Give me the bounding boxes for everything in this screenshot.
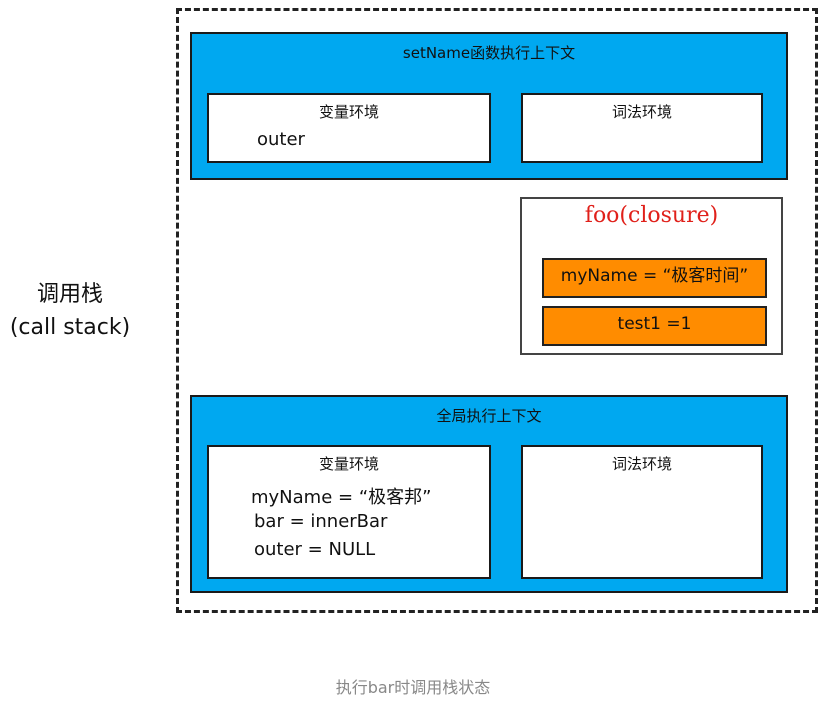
- setname-lexical-env-title: 词法环境: [611, 103, 672, 121]
- global-execution-context: 全局执行上下文 变量环境 myName = “极客邦” bar = innerB…: [190, 395, 788, 593]
- global-lexical-env-title: 词法环境: [611, 455, 672, 473]
- foo-closure-box: foo(closure) myName = “极客时间” test1 =1: [520, 197, 783, 355]
- closure-var-test1: test1 =1: [542, 306, 767, 346]
- global-variable-environment: 变量环境 myName = “极客邦” bar = innerBar outer…: [207, 445, 491, 579]
- call-stack-label: 调用栈 (call stack): [0, 278, 140, 344]
- setname-var-outer: outer: [257, 129, 305, 150]
- call-stack-label-cn: 调用栈: [36, 282, 103, 307]
- setname-lexical-environment: 词法环境: [521, 93, 763, 163]
- call-stack-label-en: (call stack): [9, 315, 131, 340]
- global-var-bar: bar = innerBar: [254, 511, 388, 532]
- setname-variable-environment: 变量环境 outer: [207, 93, 491, 163]
- setname-context-title: setName函数执行上下文: [402, 44, 576, 62]
- setname-variable-env-title: 变量环境: [318, 103, 379, 121]
- global-var-myname: myName = “极客邦”: [251, 487, 432, 508]
- figure-caption: 执行bar时调用栈状态: [335, 678, 491, 697]
- global-var-outer: outer = NULL: [254, 539, 376, 560]
- global-variable-env-title: 变量环境: [318, 455, 379, 473]
- global-context-title: 全局执行上下文: [436, 407, 542, 425]
- closure-title: foo(closure): [584, 203, 719, 228]
- global-lexical-environment: 词法环境: [521, 445, 763, 579]
- setname-execution-context: setName函数执行上下文 变量环境 outer 词法环境: [190, 32, 788, 180]
- closure-var-myname: myName = “极客时间”: [542, 258, 767, 298]
